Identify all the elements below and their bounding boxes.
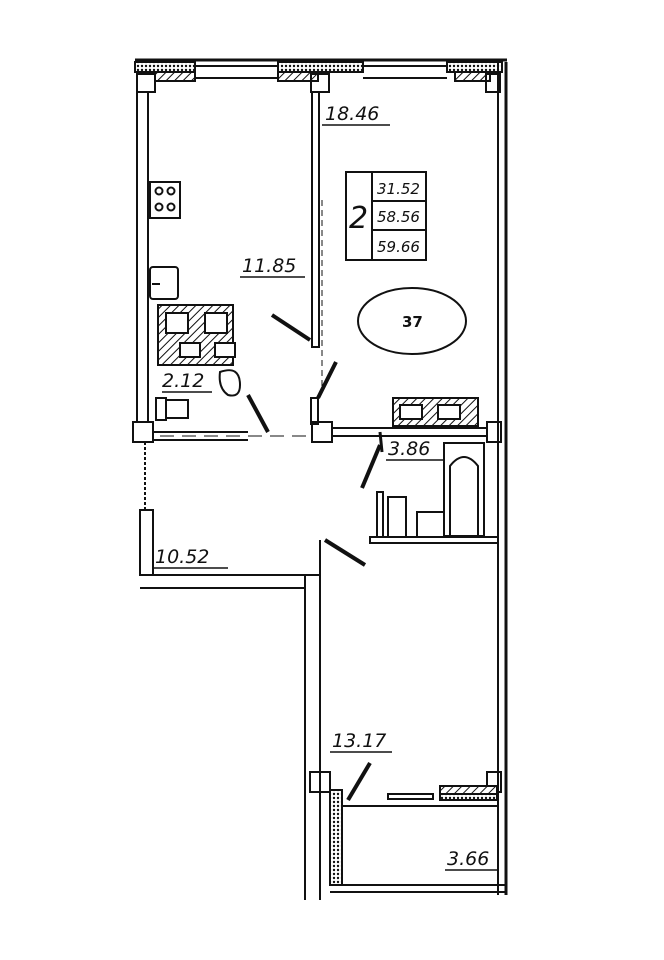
living-area: 31.52 [377, 180, 420, 198]
column [132, 421, 154, 443]
column [311, 421, 333, 443]
rooms-count: 2 [349, 201, 368, 236]
room-area-bathroom: 3.86 [388, 438, 430, 460]
toilet-icon [376, 491, 407, 538]
toilet-icon [155, 397, 189, 421]
apartment-number: 37 [402, 313, 423, 331]
total-area: 58.56 [377, 208, 420, 226]
column [485, 73, 501, 93]
sink-icon [149, 266, 179, 300]
room-area-kitchen: 11.85 [242, 255, 296, 277]
apartment-number-badge [357, 287, 467, 355]
room-area-bedroom: 13.17 [332, 730, 386, 752]
exterior-wall-top [134, 61, 503, 82]
room-area-balcony: 3.66 [447, 848, 489, 870]
room-area-living: 18.46 [325, 103, 379, 125]
stove-icon [149, 181, 181, 219]
bathtub-icon [443, 442, 485, 537]
total-area-with-balcony: 59.66 [377, 238, 420, 256]
column [136, 73, 156, 93]
washbasin-icon [416, 511, 445, 538]
room-area-hall: 10.52 [155, 546, 209, 568]
column [486, 421, 502, 443]
area-table [345, 171, 427, 261]
washbasin-icon [218, 369, 242, 397]
room-area-toilet: 2.12 [162, 370, 204, 392]
